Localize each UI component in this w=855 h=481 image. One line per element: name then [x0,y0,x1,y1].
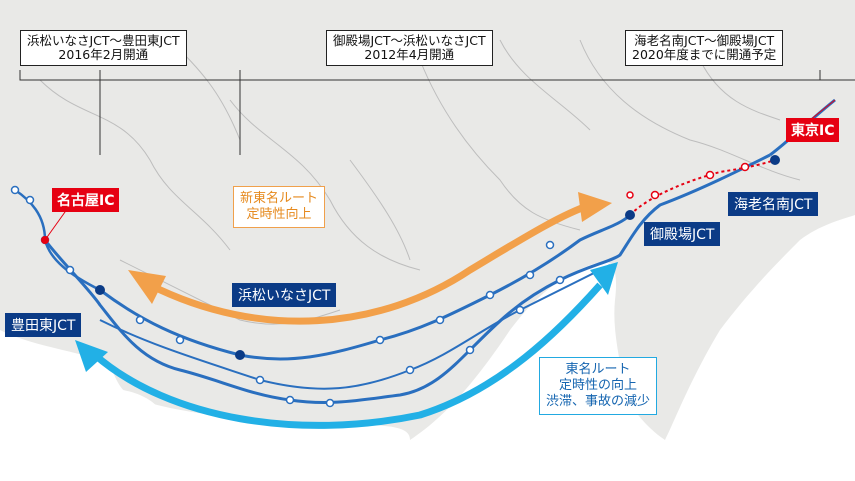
tomei-arrow [92,282,603,429]
ise-bay [0,354,73,435]
planned-ic-markers [626,162,750,200]
callout-gotemba-hamamatsu: 御殿場JCT〜浜松いなさJCT 2012年4月開通 [326,30,493,66]
ic-markers [10,185,565,408]
nagoya-ic-label: 名古屋IC [52,188,120,212]
tokyo-ic-label: 東京IC [786,118,840,142]
planned-route [629,159,776,216]
mikawa-bay [95,388,160,415]
ebina-minami-jct-dot [770,155,780,165]
gotemba-jct-dot [625,210,635,220]
callout-center-line2: 2012年4月開通 [364,47,455,62]
callout-center-line1: 御殿場JCT〜浜松いなさJCT [333,33,486,48]
shin-tomei-note-line2: 定時性向上 [246,207,312,222]
tokyo-ic-leader [809,99,836,121]
toyota-higashi-jct-label: 豊田東JCT [5,313,82,337]
callout-right-line2: 2020年度までに開通予定 [632,47,777,62]
hamamatsu-inasa-jct-label: 浜松いなさJCT [232,283,337,307]
shin-tomei-arrowhead-right [578,192,612,222]
callout-left-line2: 2016年2月開通 [58,47,149,62]
shin-tomei-route [99,213,632,361]
callout-leaders [19,70,855,155]
shin-tomei-arrow [148,201,592,325]
tomei-arrowhead-left [75,340,108,372]
tomei-note: 東名ルート 定時性の向上 渋滞、事故の減少 [539,357,658,415]
gotemba-jct-label: 御殿場JCT [644,222,721,246]
ebina-minami-jct-label: 海老名南JCT [728,192,819,216]
callout-right-line1: 海老名南JCT〜御殿場JCT [634,33,775,48]
toyota-higashi-jct-dot [95,285,105,295]
callout-ebina-gotemba: 海老名南JCT〜御殿場JCT 2020年度までに開通予定 [625,30,784,66]
tomei-note-line1: 東名ルート [565,362,631,377]
tomei-route [43,153,771,404]
callout-left-line1: 浜松いなさJCT〜豊田東JCT [27,33,180,48]
tomei-note-line2: 定時性の向上 [559,378,638,393]
tomei-note-line3: 渋滞、事故の減少 [546,394,651,409]
sea-area [0,215,855,481]
callout-toyota-hamamatsu: 浜松いなさJCT〜豊田東JCT 2016年2月開通 [20,30,187,66]
shin-tomei-note-line1: 新東名ルート [240,191,319,206]
shin-tomei-note: 新東名ルート 定時性向上 [233,186,326,228]
boundary-lines [39,39,801,325]
shin-tomei-arrowhead-left [128,270,166,304]
hamamatsu-inasa-jct-dot [235,350,245,360]
tomei-arrowhead-right [590,262,618,295]
local-route [99,264,611,390]
